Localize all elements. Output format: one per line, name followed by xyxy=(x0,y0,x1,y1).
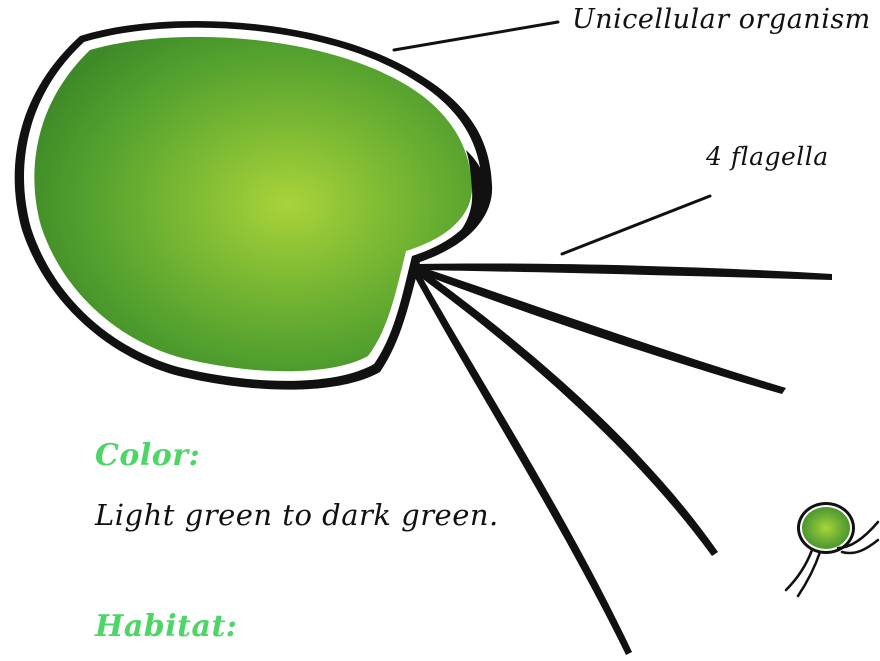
heading-habitat: Habitat: xyxy=(95,609,237,644)
small-cell-body xyxy=(802,507,850,549)
heading-color: Color: xyxy=(95,438,200,473)
flagellum-1 xyxy=(418,263,832,280)
label-unicellular-organism: Unicellular organism xyxy=(572,4,871,35)
label-flagella: 4 flagella xyxy=(706,142,829,171)
small-flagellum-1 xyxy=(786,550,812,590)
flagella xyxy=(414,263,832,655)
small-organism xyxy=(786,502,878,596)
color-description: Light green to dark green. xyxy=(95,498,499,532)
callout-line-flagella xyxy=(562,196,710,254)
callout-line-unicellular xyxy=(394,22,558,50)
